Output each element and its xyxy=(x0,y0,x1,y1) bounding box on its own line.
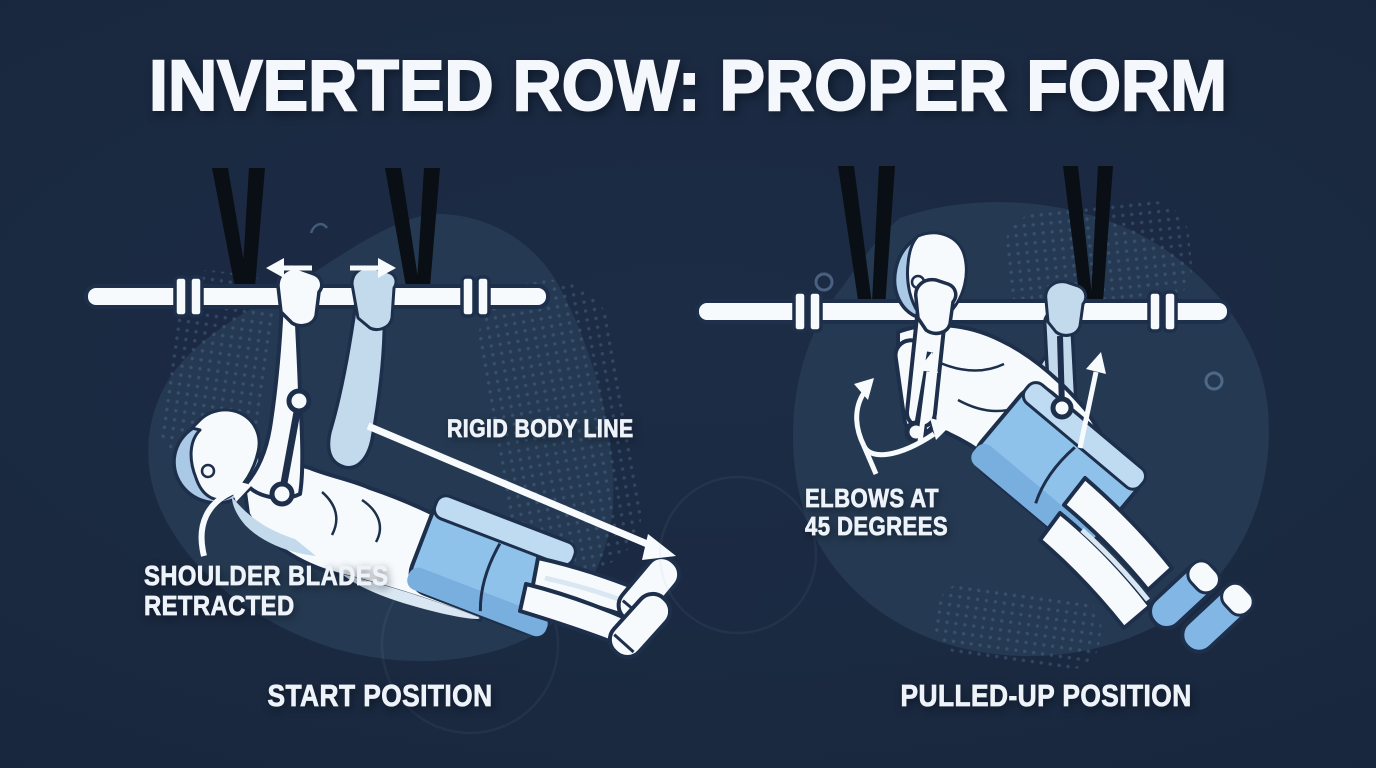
shoe xyxy=(1148,559,1221,631)
far-hand xyxy=(350,266,398,332)
bar-collar xyxy=(460,275,476,318)
suspension-straps xyxy=(212,168,440,299)
start-figure xyxy=(172,266,682,659)
elbows-label: ELBOWS AT 45 DEGREES xyxy=(805,483,949,542)
strap xyxy=(871,166,895,322)
rigid-body-line-label: RIGID BODY LINE xyxy=(447,415,634,443)
strap xyxy=(1090,166,1113,316)
bar-collar xyxy=(1162,290,1178,333)
barbell xyxy=(695,290,1231,333)
far-leg xyxy=(1062,476,1174,592)
shoulder-blades-label-line1: SHOULDER BLADES xyxy=(144,560,389,591)
shoulder-blades-label: SHOULDER BLADES RETRACTED xyxy=(144,560,389,622)
pull-direction-arrows xyxy=(917,352,1106,449)
strap xyxy=(241,168,265,299)
strap xyxy=(1063,166,1094,316)
pulled-up-position-panel xyxy=(658,166,1269,670)
bar-collar xyxy=(475,275,491,318)
near-hand xyxy=(914,277,958,336)
strap xyxy=(212,168,250,298)
start-position-caption: START POSITION xyxy=(267,678,493,713)
arrow-head-right xyxy=(378,258,396,278)
chest-line xyxy=(321,491,338,536)
torso-shading xyxy=(342,574,480,619)
decor-ring xyxy=(1204,371,1224,391)
chest-line xyxy=(937,360,1005,372)
rigid-body-line-arrow xyxy=(366,422,676,560)
decor-ring xyxy=(814,272,834,292)
bar-collar xyxy=(807,290,823,333)
elbow-angle-arrows xyxy=(854,378,952,475)
elbow-joint-indicator xyxy=(1050,335,1074,420)
elbows-label-line2: 45 DEGREES xyxy=(805,511,949,542)
shoe xyxy=(1180,581,1255,654)
bar-collar xyxy=(1147,290,1163,333)
near-hand xyxy=(276,266,324,328)
chest-line xyxy=(361,498,382,543)
bar xyxy=(695,299,1231,324)
ear xyxy=(200,463,216,479)
bar-collar xyxy=(173,275,189,318)
decor-squiggle xyxy=(309,222,329,234)
start-position-panel xyxy=(84,168,682,735)
strap xyxy=(385,168,421,298)
bar-collar xyxy=(792,290,808,333)
bar-collar xyxy=(188,275,204,318)
decor-circle xyxy=(658,475,818,635)
grip-width-arrows xyxy=(266,258,396,278)
leg-shading xyxy=(1080,528,1150,602)
shoulder-blades-arrow xyxy=(198,479,252,557)
strap xyxy=(838,166,874,320)
suspension-straps xyxy=(838,166,1113,322)
shoulder-blades-label-line2: RETRACTED xyxy=(144,590,295,622)
shoulder-joint-indicator xyxy=(269,388,312,507)
elbows-label-line1: ELBOWS AT xyxy=(805,483,939,513)
far-hand xyxy=(1044,280,1088,337)
page-title: INVERTED ROW: PROPER FORM xyxy=(148,46,1228,127)
arrow-head-left xyxy=(266,258,284,278)
strap xyxy=(416,168,440,299)
pulled-up-position-caption: PULLED-UP POSITION xyxy=(900,678,1192,713)
neck-shading xyxy=(232,497,316,556)
shoe xyxy=(607,591,673,659)
